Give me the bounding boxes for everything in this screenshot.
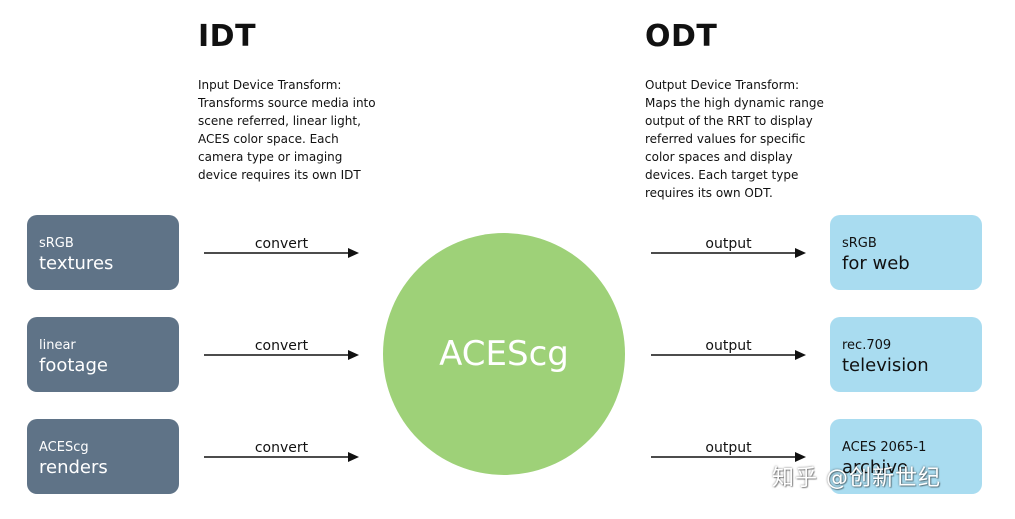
arrow-right-icon [204, 452, 359, 462]
input-box-srgb-textures: sRGB textures [27, 215, 179, 290]
input-box-line1: linear [39, 338, 76, 353]
output-arrow [651, 348, 806, 362]
input-box-line1: ACEScg [39, 440, 89, 455]
convert-arrow [204, 450, 359, 464]
output-arrow-label: output [705, 338, 752, 354]
output-box-line1: rec.709 [842, 338, 892, 353]
center-label: ACEScg [439, 334, 569, 374]
output-box-rec709-television: rec.709 television [830, 317, 982, 392]
convert-arrow-label: convert [254, 236, 309, 252]
input-box-line2: renders [39, 457, 108, 478]
convert-arrow [204, 348, 359, 362]
output-arrow-label: output [705, 236, 752, 252]
output-box-line2: archive [842, 457, 909, 478]
zhihu-watermark: 知乎 @创新世纪 [772, 466, 941, 491]
convert-arrow [204, 246, 359, 260]
idt-heading: IDT [198, 19, 257, 54]
input-box-line2: textures [39, 253, 114, 274]
arrow-right-icon [204, 350, 359, 360]
convert-arrow-label: convert [254, 338, 309, 354]
output-box-aces2065-archive: ACES 2065-1 archive [830, 419, 982, 494]
output-arrow [651, 246, 806, 260]
odt-heading: ODT [645, 19, 718, 54]
input-box-line1: sRGB [39, 236, 74, 251]
input-box-linear-footage: linear footage [27, 317, 179, 392]
output-arrow [651, 450, 806, 464]
output-arrow-label: output [705, 440, 752, 456]
arrow-right-icon [651, 248, 806, 258]
input-box-line2: footage [39, 355, 108, 376]
odt-description: Output Device Transform: Maps the high d… [645, 78, 824, 200]
output-box-srgb-web: sRGB for web [830, 215, 982, 290]
convert-arrow-label: convert [254, 440, 309, 456]
input-box-acescg-renders: ACEScg renders [27, 419, 179, 494]
output-box-line1: sRGB [842, 236, 877, 251]
acescg-center-circle: ACEScg [383, 233, 625, 475]
output-box-line1: ACES 2065-1 [842, 440, 927, 455]
idt-description: Input Device Transform: Transforms sourc… [198, 78, 376, 182]
arrow-right-icon [651, 452, 806, 462]
output-box-line2: television [842, 355, 929, 376]
arrow-right-icon [651, 350, 806, 360]
output-box-line2: for web [842, 253, 910, 274]
arrow-right-icon [204, 248, 359, 258]
